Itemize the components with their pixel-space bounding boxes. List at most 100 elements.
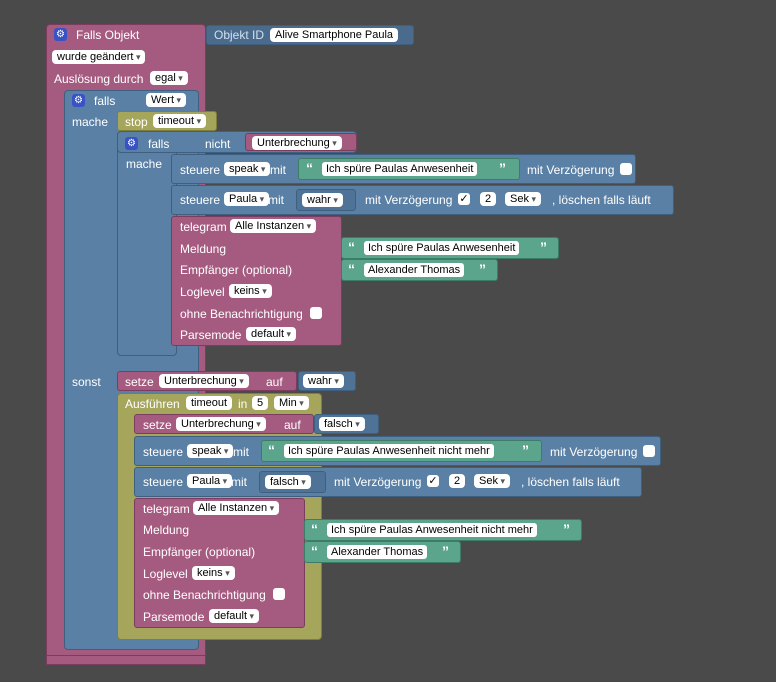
recipient-text[interactable]: Alexander Thomas: [327, 545, 428, 559]
mit-label: mit: [231, 475, 247, 489]
quote-close-icon: ”: [442, 543, 449, 559]
trigger-block-bottom: [46, 655, 206, 665]
steuere-label: steuere: [180, 193, 221, 207]
changed-dropdown[interactable]: wurde geändert: [52, 50, 146, 64]
quote-close-icon: ”: [522, 442, 529, 458]
quote-close-icon: ”: [479, 261, 486, 277]
delay-checkbox[interactable]: [620, 163, 632, 175]
parsemode-dropdown[interactable]: default: [246, 327, 297, 341]
trigger-title: Falls Objekt: [76, 28, 140, 42]
outer-if-condition[interactable]: Wert: [146, 93, 187, 107]
stop-dropdown[interactable]: timeout: [153, 114, 207, 128]
quote-open-icon: “: [311, 543, 318, 559]
message-text[interactable]: Ich spüre Paulas Anwesenheit: [364, 241, 520, 255]
mit-label: mit: [268, 193, 284, 207]
recipient-text[interactable]: Alexander Thomas: [364, 263, 465, 277]
outer-if-falls: falls: [94, 94, 116, 108]
telegram-label: telegram: [180, 220, 227, 234]
inner-if-not: nicht: [205, 137, 231, 151]
parsemode-label: Parsemode: [180, 328, 242, 342]
silent-checkbox[interactable]: [273, 588, 285, 600]
quote-open-icon: “: [348, 261, 355, 277]
paula-value[interactable]: wahr: [302, 193, 343, 207]
steuere-label: steuere: [143, 475, 184, 489]
stop-label: stop: [125, 115, 148, 129]
loglevel-dropdown[interactable]: keins: [192, 566, 235, 580]
speak-target[interactable]: speak: [187, 444, 234, 458]
mit-label: mit: [233, 445, 249, 459]
paula-target[interactable]: Paula: [224, 192, 270, 206]
delay-checkbox[interactable]: ✓: [427, 475, 439, 487]
inner-if-mache: mache: [126, 157, 163, 171]
trigger-by-label: Auslösung durch: [54, 72, 144, 86]
speak-text[interactable]: Ich spüre Paulas Anwesenheit nicht mehr: [284, 444, 494, 458]
inner-if-falls: falls: [148, 137, 170, 151]
message-text[interactable]: Ich spüre Paulas Anwesenheit nicht mehr: [327, 523, 537, 537]
paula-value[interactable]: falsch: [265, 475, 311, 489]
delay-value[interactable]: 2: [480, 192, 497, 206]
delay-label: mit Verzögerung: [365, 193, 453, 207]
quote-close-icon: ”: [563, 521, 570, 537]
timeout-unit[interactable]: Min: [274, 396, 309, 410]
outer-if-sonst: sonst: [72, 375, 101, 389]
message-label: Meldung: [180, 242, 227, 256]
telegram-block[interactable]: [171, 216, 342, 346]
paula-target[interactable]: Paula: [187, 474, 233, 488]
setze-label: setze: [143, 418, 172, 432]
recipient-label: Empfänger (optional): [180, 263, 293, 277]
setze-label: setze: [125, 375, 154, 389]
silent-label: ohne Benachrichtigung: [143, 588, 266, 602]
speak-target[interactable]: speak: [224, 162, 271, 176]
telegram-label: telegram: [143, 502, 190, 516]
delay-label: mit Verzögerung: [527, 163, 615, 177]
telegram-instances[interactable]: Alle Instanzen: [230, 219, 317, 233]
set-variable-dropdown[interactable]: Unterbrechung: [159, 374, 249, 388]
set-value-dropdown[interactable]: falsch: [319, 417, 365, 431]
trigger-by-dropdown[interactable]: egal: [150, 71, 188, 85]
message-label: Meldung: [143, 523, 190, 537]
loglevel-dropdown[interactable]: keins: [229, 284, 272, 298]
steuere-label: steuere: [143, 445, 184, 459]
silent-checkbox[interactable]: [310, 307, 322, 319]
parsemode-label: Parsemode: [143, 610, 205, 624]
quote-open-icon: “: [306, 160, 313, 176]
quote-close-icon: ”: [540, 239, 547, 255]
quote-open-icon: “: [348, 239, 355, 255]
delay-label: mit Verzögerung: [550, 445, 638, 459]
loglevel-label: Loglevel: [143, 567, 188, 581]
set-value-dropdown[interactable]: wahr: [303, 374, 344, 388]
object-id-value[interactable]: Alive Smartphone Paula: [270, 28, 399, 42]
in-label: in: [238, 397, 248, 411]
delay-unit[interactable]: Sek: [505, 192, 541, 206]
auf-label: auf: [266, 375, 283, 389]
gear-icon[interactable]: ⚙: [72, 94, 85, 107]
gear-icon[interactable]: ⚙: [54, 28, 67, 41]
run-label: Ausführen: [125, 397, 180, 411]
clear-label: , löschen falls läuft: [521, 475, 620, 489]
speak-text[interactable]: Ich spüre Paulas Anwesenheit: [322, 162, 478, 176]
steuere-label: steuere: [180, 163, 221, 177]
set-variable-dropdown[interactable]: Unterbrechung: [176, 417, 266, 431]
gear-icon[interactable]: ⚙: [125, 137, 138, 150]
mit-label: mit: [270, 163, 286, 177]
inner-if-condition[interactable]: Unterbrechung: [252, 136, 342, 150]
delay-unit[interactable]: Sek: [474, 474, 510, 488]
telegram-block[interactable]: [134, 498, 305, 628]
parsemode-dropdown[interactable]: default: [209, 609, 260, 623]
quote-open-icon: “: [268, 442, 275, 458]
silent-label: ohne Benachrichtigung: [180, 307, 303, 321]
delay-checkbox[interactable]: ✓: [458, 193, 470, 205]
delay-label: mit Verzögerung: [334, 475, 422, 489]
delay-value[interactable]: 2: [449, 474, 466, 488]
timeout-name[interactable]: timeout: [186, 396, 233, 410]
outer-if-mache: mache: [72, 115, 109, 129]
quote-open-icon: “: [311, 521, 318, 537]
object-id-label: Objekt ID: [214, 28, 265, 42]
timeout-value[interactable]: 5: [252, 396, 269, 410]
auf-label: auf: [284, 418, 301, 432]
clear-label: , löschen falls läuft: [552, 193, 651, 207]
telegram-instances[interactable]: Alle Instanzen: [193, 501, 280, 515]
delay-checkbox[interactable]: [643, 445, 655, 457]
recipient-label: Empfänger (optional): [143, 545, 256, 559]
quote-close-icon: ”: [499, 160, 506, 176]
